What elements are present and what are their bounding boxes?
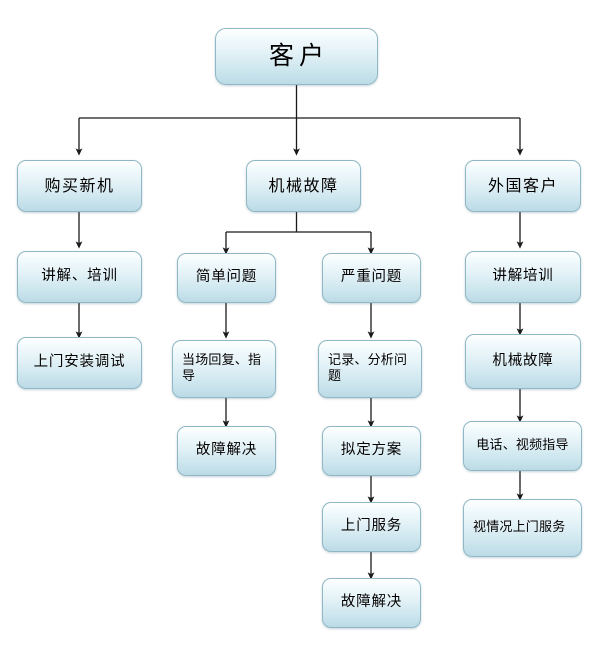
- node-fault-severe-resolved[interactable]: 故障解决: [322, 578, 421, 628]
- node-fault-simple-resolved[interactable]: 故障解决: [177, 426, 276, 476]
- node-fault-severe[interactable]: 严重问题: [322, 253, 421, 303]
- node-branch-fault[interactable]: 机械故障: [246, 160, 361, 212]
- node-fault-simple-reply-label: 当场回复、指导: [182, 353, 262, 384]
- node-fault-simple-label: 简单问题: [195, 269, 258, 286]
- node-purchase-install[interactable]: 上门安装调试: [17, 337, 142, 389]
- node-branch-foreign[interactable]: 外国客户: [465, 160, 581, 212]
- node-foreign-guidance-label: 电话、视频指导: [476, 438, 569, 454]
- node-fault-simple[interactable]: 简单问题: [177, 253, 276, 303]
- node-fault-severe-label: 严重问题: [340, 269, 403, 286]
- node-fault-severe-resolved-label: 故障解决: [340, 594, 403, 611]
- node-fault-severe-plan-label: 拟定方案: [340, 442, 403, 459]
- node-foreign-training-label: 讲解培训: [492, 268, 554, 285]
- node-root[interactable]: 客户: [215, 28, 378, 85]
- node-foreign-onsite-label: 视情况上门服务: [473, 520, 566, 536]
- node-branch-purchase-label: 购买新机: [44, 176, 115, 196]
- node-fault-severe-onsite-label: 上门服务: [340, 518, 403, 535]
- node-purchase-training-label: 讲解、培训: [41, 268, 118, 285]
- node-foreign-guidance[interactable]: 电话、视频指导: [463, 421, 582, 471]
- node-fault-severe-plan[interactable]: 拟定方案: [322, 426, 421, 476]
- node-fault-severe-onsite[interactable]: 上门服务: [322, 502, 421, 552]
- node-fault-simple-resolved-label: 故障解决: [195, 442, 258, 459]
- node-branch-foreign-label: 外国客户: [487, 176, 558, 196]
- node-foreign-fault[interactable]: 机械故障: [465, 334, 581, 389]
- node-foreign-fault-label: 机械故障: [492, 352, 554, 369]
- node-root-label: 客户: [268, 41, 329, 71]
- node-foreign-onsite[interactable]: 视情况上门服务: [463, 499, 582, 557]
- node-purchase-training[interactable]: 讲解、培训: [17, 251, 142, 303]
- node-branch-fault-label: 机械故障: [268, 176, 339, 196]
- node-foreign-training[interactable]: 讲解培训: [465, 251, 581, 303]
- node-branch-purchase[interactable]: 购买新机: [17, 160, 142, 212]
- node-fault-simple-reply[interactable]: 当场回复、指导: [172, 340, 276, 398]
- node-fault-severe-record-label: 记录、分析问题: [328, 353, 408, 384]
- node-fault-severe-record[interactable]: 记录、分析问题: [318, 340, 422, 398]
- node-purchase-install-label: 上门安装调试: [33, 354, 126, 371]
